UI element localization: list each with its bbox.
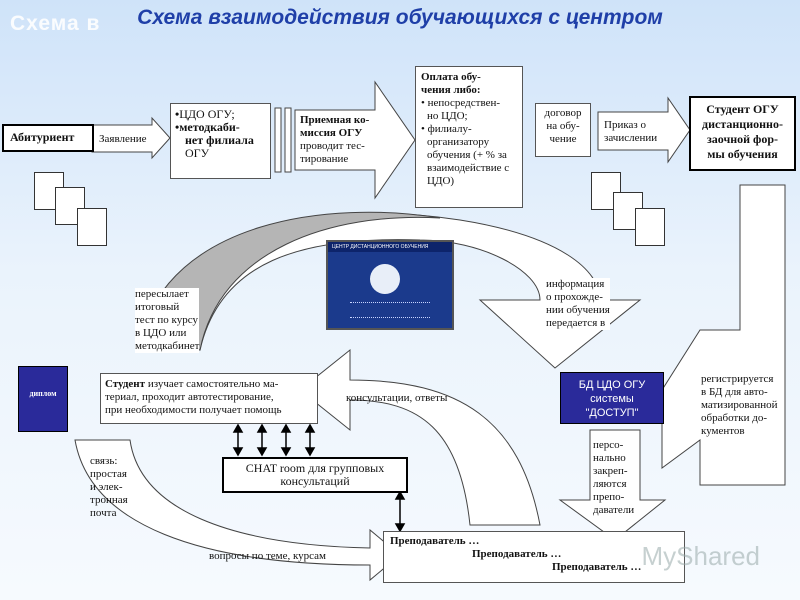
diploma-box: диплом [18, 366, 68, 432]
screenshot-lines [350, 302, 430, 318]
payment-box: Оплата обу-чения либо: • непосредствен-н… [415, 66, 523, 208]
student-studies-box: Студент изучает самостоятельно ма- териа… [100, 373, 318, 424]
curve-arrow-top-shade [139, 211, 441, 351]
curve-arrow-consult [299, 348, 541, 526]
website-screenshot: ЦЕНТР ДИСТАНЦИОННОГО ОБУЧЕНИЯ [326, 240, 454, 330]
arrow-personal-down [558, 429, 667, 541]
bar-1 [274, 107, 282, 173]
page-title: Схема взаимодействия обучающихся с центр… [137, 6, 663, 29]
screenshot-logo [370, 264, 400, 294]
screenshot-caption: ЦЕНТР ДИСТАНЦИОННОГО ОБУЧЕНИЯ [328, 242, 452, 252]
statement-label: Заявление [99, 133, 147, 146]
bar-2 [284, 107, 292, 173]
watermark: MyShared [641, 541, 761, 571]
arrow-register [661, 184, 786, 486]
admission-text: Приемная ко-миссия ОГУ проводит тес-тиро… [300, 114, 370, 165]
questions-label: вопросы по теме, курсам [209, 550, 327, 562]
arrow-order [597, 96, 691, 164]
arrow-admission [294, 80, 416, 200]
cdo-box: •ЦДО ОГУ; •методкаби- нет филиала ОГУ [170, 103, 271, 179]
double-arrows [232, 423, 406, 533]
teachers-box: Преподаватель … Преподаватель … Преподав… [383, 531, 685, 583]
title-shadow: Схема в [10, 12, 101, 35]
applicant-box: Абитуриент [2, 124, 94, 152]
consult-label: консультации, ответы [346, 392, 448, 404]
